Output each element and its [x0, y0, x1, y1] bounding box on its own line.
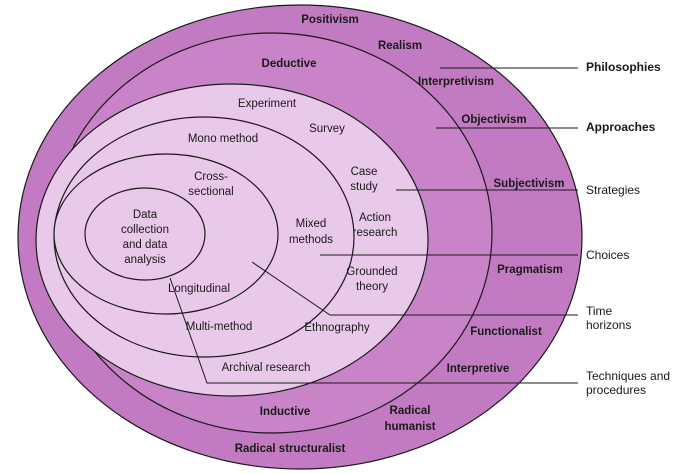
label-interpretivism: Interpretivism	[418, 76, 494, 88]
label-action-research-line2: research	[353, 227, 398, 239]
label-grounded-theory-line1: Grounded	[346, 266, 397, 278]
techniques-core	[84, 187, 206, 281]
label-core-line2: collection	[121, 224, 169, 236]
side-label-choices: Choices	[586, 248, 629, 262]
side-label-time-horizons-line1: Time	[586, 304, 613, 318]
side-label-strategies: Strategies	[586, 183, 640, 197]
label-functionalist: Functionalist	[470, 326, 542, 338]
label-archival-research: Archival research	[222, 362, 311, 374]
label-mixed-methods-line2: methods	[289, 234, 333, 246]
label-core-line4: analysis	[124, 254, 166, 266]
label-case-study-line1: Case	[351, 166, 378, 178]
label-action-research-line1: Action	[359, 212, 391, 224]
label-core-line3: and data	[123, 239, 168, 251]
label-pragmatism: Pragmatism	[497, 264, 563, 276]
side-label-techniques-line1: Techniques and	[586, 369, 670, 383]
label-interpretive: Interpretive	[447, 363, 510, 375]
label-realism: Realism	[378, 40, 422, 52]
label-survey: Survey	[309, 123, 345, 135]
label-subjectivism: Subjectivism	[494, 178, 565, 190]
label-experiment: Experiment	[238, 98, 297, 110]
label-objectivism: Objectivism	[461, 114, 526, 126]
label-positivism: Positivism	[301, 14, 359, 26]
label-core-line1: Data	[133, 209, 158, 221]
label-radical-structuralist: Radical structuralist	[235, 443, 346, 455]
label-radical-humanist-line2: humanist	[384, 421, 435, 433]
label-inductive: Inductive	[260, 406, 310, 418]
leader-techniques	[169, 277, 578, 384]
label-mono-method: Mono method	[188, 133, 258, 145]
label-multi-method: Multi-method	[186, 321, 252, 333]
label-longitudinal: Longitudinal	[168, 283, 230, 295]
label-deductive: Deductive	[262, 58, 317, 70]
label-radical-humanist-line1: Radical	[390, 405, 431, 417]
label-case-study-line2: study	[350, 181, 378, 193]
side-label-time-horizons-line2: horizons	[586, 318, 631, 332]
side-label-philosophies: Philosophies	[586, 60, 661, 74]
label-ethnography: Ethnography	[304, 322, 369, 334]
label-cross-sectional-line2: sectional	[188, 186, 233, 198]
side-label-techniques-line2: procedures	[586, 383, 646, 397]
label-cross-sectional-line1: Cross-	[194, 171, 228, 183]
label-mixed-methods-line1: Mixed	[296, 218, 327, 230]
label-grounded-theory-line2: theory	[356, 281, 388, 293]
side-label-approaches: Approaches	[586, 120, 656, 134]
leader-time-horizons	[251, 261, 578, 316]
